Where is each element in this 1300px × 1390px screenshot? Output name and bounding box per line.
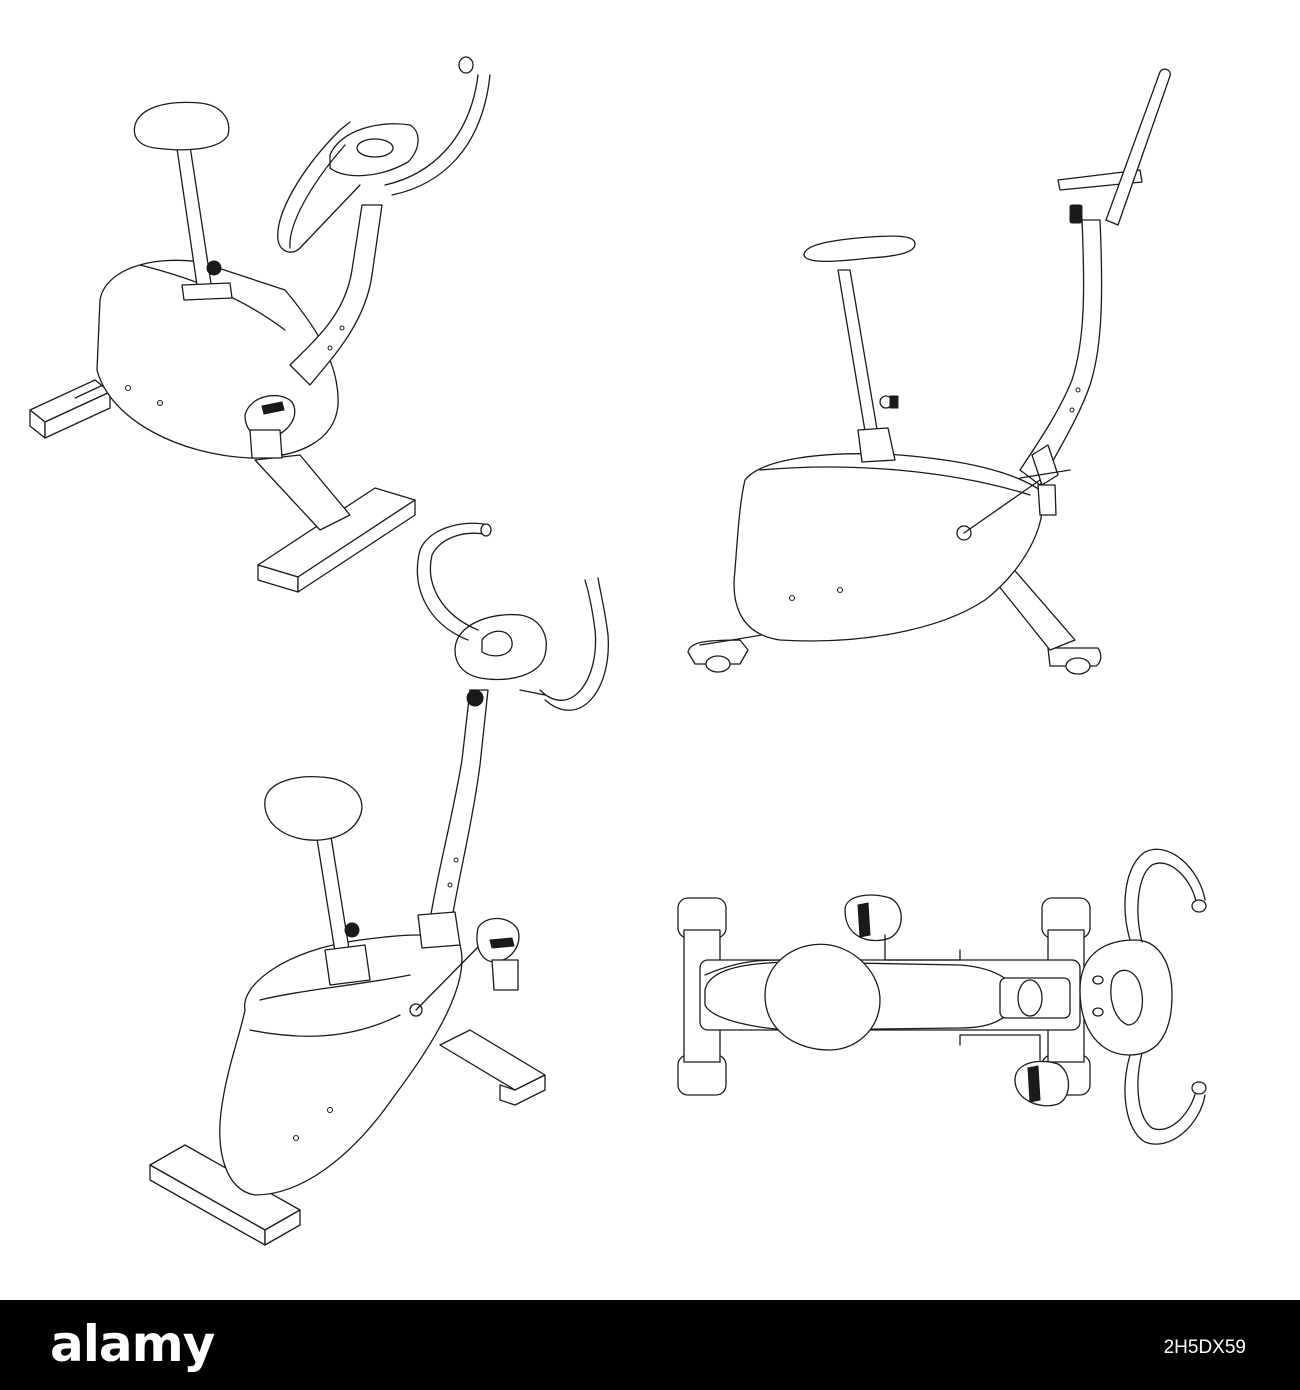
illustration-canvas xyxy=(29,56,1207,1246)
saddle-top xyxy=(764,943,881,1051)
alamy-logo: alamy xyxy=(50,1315,215,1373)
upright-column xyxy=(289,204,383,386)
handlebar-left xyxy=(416,522,489,641)
flywheel-housing xyxy=(733,453,1044,642)
handlebar-top xyxy=(1124,848,1206,943)
saddle xyxy=(133,101,230,151)
bike-view-front-left-isometric xyxy=(29,56,491,593)
stock-watermark-bar: alamy 2H5DX59 xyxy=(0,1300,1300,1390)
seat-post xyxy=(837,269,879,438)
rear-stabilizer-foot xyxy=(439,1029,546,1091)
upright-column xyxy=(1019,219,1103,486)
saddle xyxy=(264,776,363,841)
bike-view-top xyxy=(677,848,1207,1145)
handlebar-right xyxy=(539,577,609,711)
saddle xyxy=(803,235,916,263)
console xyxy=(1057,169,1143,191)
pedal-top xyxy=(844,894,902,942)
console-top xyxy=(1079,939,1173,1056)
flywheel-housing xyxy=(219,934,463,1196)
stock-image-id: 2H5DX59 xyxy=(1163,1337,1246,1358)
bike-view-side xyxy=(687,68,1171,675)
upright-column xyxy=(429,689,489,931)
bike-view-rear-isometric xyxy=(149,522,609,1246)
handlebar xyxy=(277,121,351,249)
pedal-top-2 xyxy=(1014,1060,1070,1107)
handlebar xyxy=(1105,68,1171,226)
console xyxy=(329,123,419,177)
exercise-bike-line-drawings xyxy=(29,56,1207,1246)
console xyxy=(454,613,547,681)
rear-foot xyxy=(687,639,749,665)
